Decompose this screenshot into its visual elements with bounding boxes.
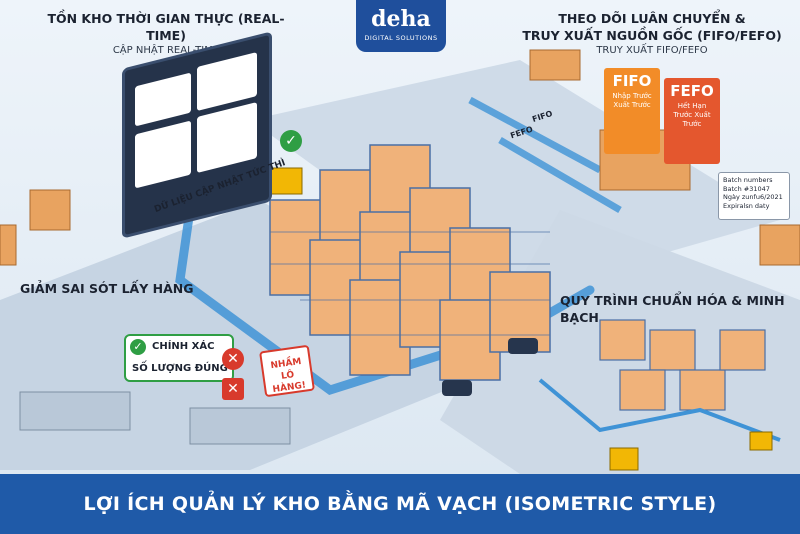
- shelving-racks: [269, 144, 551, 381]
- check-icon: ✓: [130, 339, 146, 355]
- fifo-title-line1: THEO DÕI LUÂN CHUYỂN &: [558, 11, 746, 26]
- process-title: QUY TRÌNH CHUẨN HÓA & MINH BẠCH: [560, 293, 785, 325]
- kpi-panel: [135, 72, 191, 127]
- check-icon: ✓: [280, 130, 302, 152]
- logo-subtitle: DIGITAL SOLUTIONS: [364, 34, 438, 42]
- picking-accuracy-bubble: ✓ CHÍNH XÁC SỐ LƯỢNG ĐÚNG: [124, 334, 234, 382]
- deha-logo: deha DIGITAL SOLUTIONS: [356, 0, 446, 52]
- bar-chart-panel-2: [197, 102, 257, 173]
- quantity-text: SỐ LƯỢNG ĐÚNG: [132, 363, 228, 374]
- batch-line-3: Ngày zunfu6/2021: [723, 193, 783, 201]
- realtime-title: TỒN KHO THỜI GIAN THỰC (REAL-TIME): [47, 11, 285, 43]
- chart-panel: [197, 52, 257, 111]
- fefo-card-head: FEFO: [670, 82, 714, 100]
- error-x-icon: ✕: [222, 378, 244, 400]
- accuracy-row: ✓ CHÍNH XÁC: [126, 336, 232, 358]
- accuracy-text: CHÍNH XÁC: [152, 341, 215, 352]
- fifo-card-head: FIFO: [612, 72, 652, 90]
- bar-chart-panel: [135, 120, 191, 189]
- picking-section-label: GIẢM SAI SÓT LẤY HÀNG: [20, 280, 220, 297]
- fifo-section-label: THEO DÕI LUÂN CHUYỂN & TRUY XUẤT NGUỒN G…: [512, 10, 792, 57]
- footer-title: LỢI ÍCH QUẢN LÝ KHO BẰNG MÃ VẠCH (ISOMET…: [0, 474, 800, 534]
- batch-line-4: Expiralsn daty: [723, 201, 770, 210]
- fifo-title-line2: TRUY XUẤT NGUỒN GỐC (FIFO/FEFO): [522, 28, 782, 43]
- realtime-section-label: TỒN KHO THỜI GIAN THỰC (REAL-TIME) CẬP N…: [36, 10, 296, 57]
- realtime-subtitle: CẬP NHẬT REAL-TIME: [112, 45, 220, 56]
- process-section-label: QUY TRÌNH CHUẨN HÓA & MINH BẠCH: [560, 292, 800, 326]
- warehouse-illustration: deha DIGITAL SOLUTIONS TỒN KHO THỜI GIAN…: [0, 0, 800, 474]
- isometric-warehouse-floor: [0, 49, 800, 474]
- fifo-subtitle: TRUY XUẤT FIFO/FEFO: [596, 45, 708, 56]
- fefo-card: FEFO Hết Hạn Trước Xuất Trước: [664, 78, 720, 164]
- error-x-icon: ✕: [222, 348, 244, 370]
- quantity-row: SỐ LƯỢNG ĐÚNG: [126, 358, 232, 380]
- logo-word: deha: [371, 6, 431, 32]
- batch-line-2: Batch #31047: [723, 184, 770, 193]
- batch-line-1: Batch numbers: [723, 176, 773, 184]
- wrong-lot-warning-sign: NHẦM LÔ HÀNG!: [259, 344, 315, 398]
- fifo-card-desc: Nhập Trước Xuất Trước: [612, 92, 652, 109]
- batch-card: Batch numbers Batch #31047 Ngày zunfu6/2…: [718, 172, 790, 220]
- picking-title: GIẢM SAI SÓT LẤY HÀNG: [20, 281, 194, 296]
- fefo-card-desc: Hết Hạn Trước Xuất Trước: [673, 102, 711, 128]
- fifo-card: FIFO Nhập Trước Xuất Trước: [604, 68, 660, 154]
